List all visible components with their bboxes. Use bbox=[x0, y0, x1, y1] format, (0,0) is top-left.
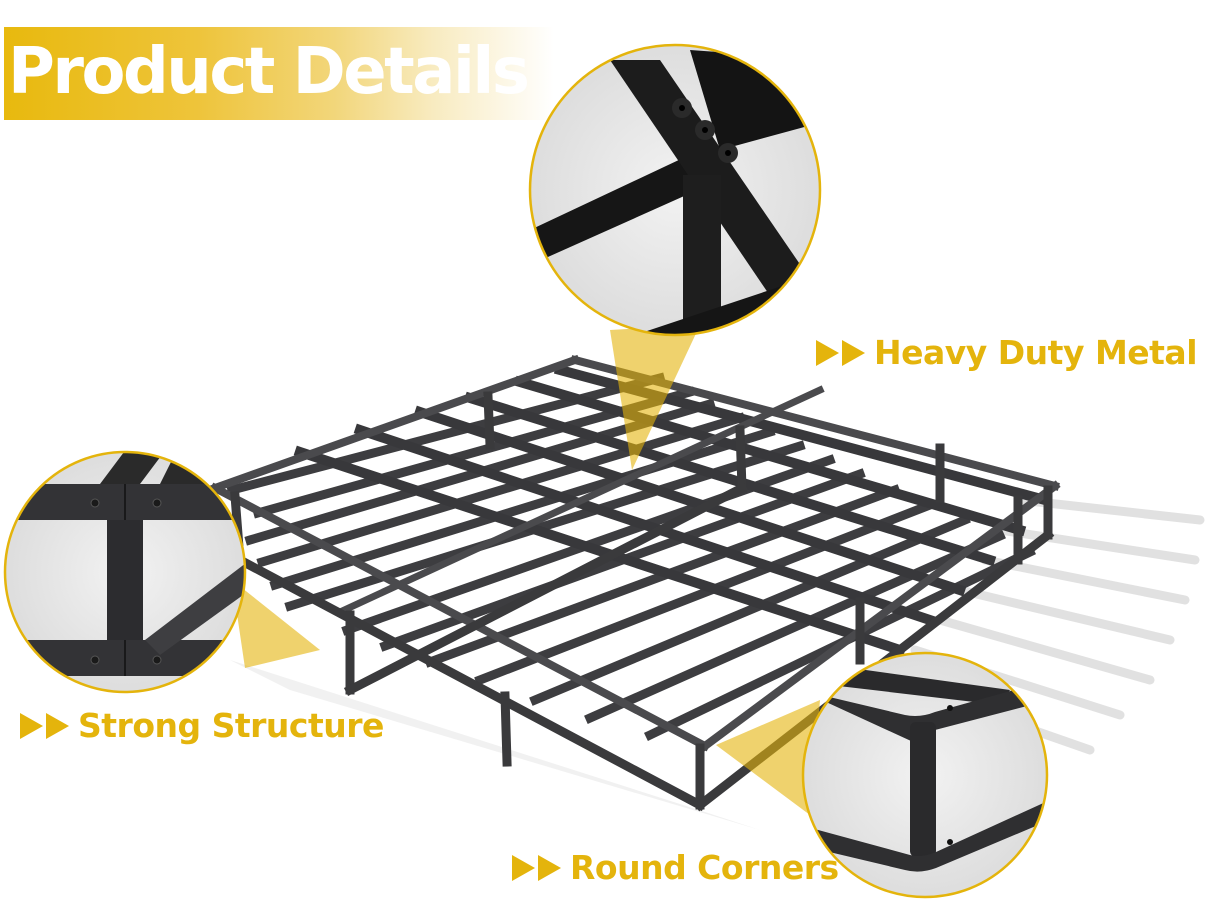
callout-heavy-duty-metal: Heavy Duty Metal bbox=[816, 333, 1198, 372]
callout-label: Round Corners bbox=[570, 848, 839, 887]
inset-support-leg-closeup bbox=[3, 450, 247, 694]
inset-joint-closeup bbox=[528, 43, 822, 337]
double-play-arrow-icon bbox=[512, 854, 564, 881]
callout-label: Strong Structure bbox=[78, 706, 384, 745]
inset-corner-closeup bbox=[801, 651, 1049, 899]
page-title: Product Details bbox=[8, 35, 530, 109]
callout-label: Heavy Duty Metal bbox=[874, 333, 1198, 372]
double-play-arrow-icon bbox=[20, 712, 72, 739]
callout-beams bbox=[232, 325, 820, 815]
callout-round-corners: Round Corners bbox=[512, 848, 839, 887]
bed-frame bbox=[209, 354, 1061, 812]
double-play-arrow-icon bbox=[816, 339, 868, 366]
header-banner bbox=[4, 27, 554, 120]
callout-strong-structure: Strong Structure bbox=[20, 706, 384, 745]
